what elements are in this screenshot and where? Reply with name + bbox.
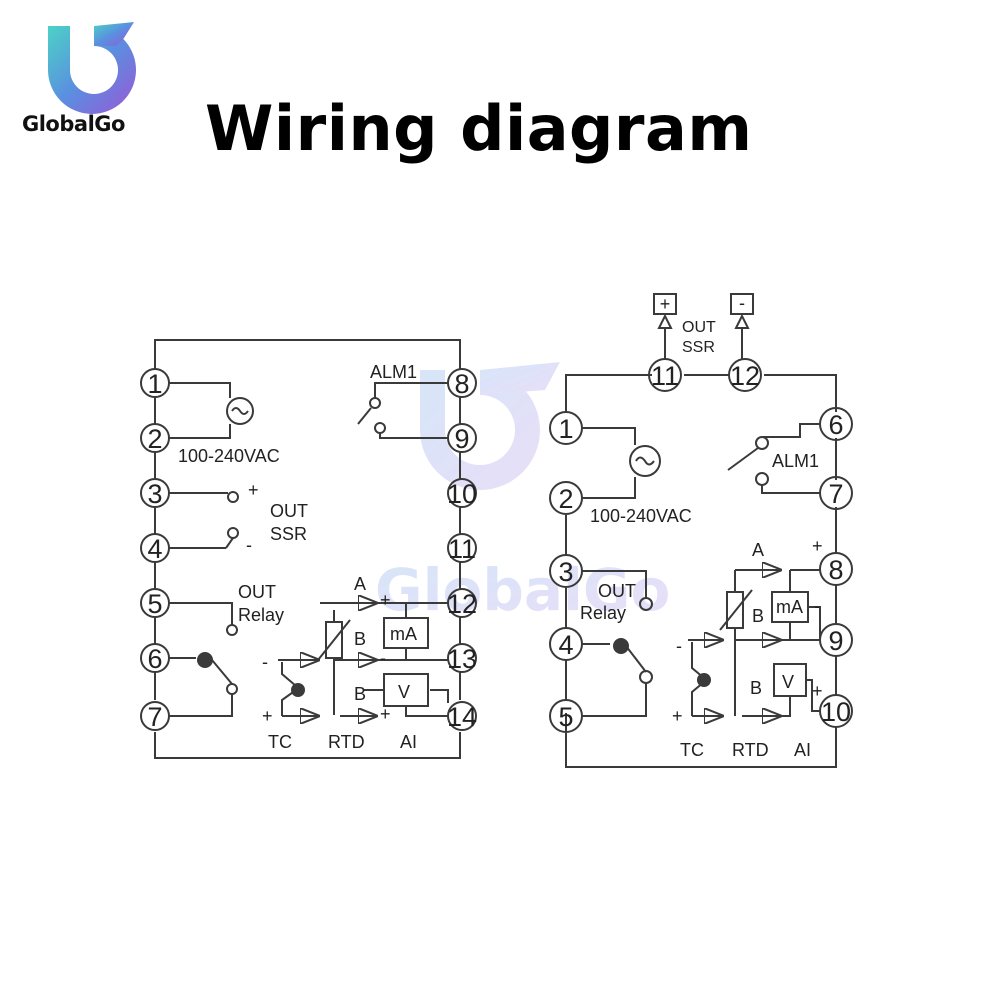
relay-common-dot [197,652,213,668]
svg-text:B: B [752,606,764,626]
svg-text:B: B [750,678,762,698]
tc-label: TC [268,732,292,752]
ai-label-right: AI [794,740,811,760]
svg-text:14: 14 [447,702,477,732]
out-ssr-label: OUT [270,501,308,521]
svg-text:8: 8 [454,369,469,399]
svg-text:+: + [262,706,273,726]
svg-text:+: + [380,704,391,724]
svg-text:4: 4 [147,534,162,564]
svg-text:12: 12 [447,589,477,619]
svg-text:7: 7 [147,702,162,732]
svg-text:+: + [812,536,823,556]
tc-label-right: TC [680,740,704,760]
svg-text:SSR: SSR [682,339,715,356]
svg-text:9: 9 [828,626,843,656]
svg-text:+: + [380,590,391,610]
svg-text:-: - [676,636,682,656]
terminal-l13 [447,643,477,673]
ssr-plus: + [660,294,671,314]
ac-source-icon [226,397,254,425]
ma-meter-label: mA [390,624,417,644]
left-panel [140,339,477,759]
svg-text:A: A [752,540,764,560]
v-meter-label-right: V [782,672,794,692]
right-labels: + - OUT SSR 100-240VAC OUT Relay ALM1 A … [580,293,823,760]
v-meter-label: V [398,682,410,702]
svg-text:2: 2 [558,484,573,514]
svg-text:3: 3 [558,557,573,587]
svg-text:6: 6 [147,644,162,674]
svg-text:8: 8 [828,555,843,585]
right-terminal-numbers: 1 2 3 4 5 6 7 8 9 10 11 12 [558,361,851,732]
svg-text:9: 9 [454,424,469,454]
brand-name: GlobalGo [22,112,125,136]
out-relay-label-right: OUT [598,581,636,601]
right-panel [549,293,853,768]
svg-text:-: - [814,596,820,616]
svg-text:B: B [354,684,366,704]
svg-text:B: B [354,629,366,649]
svg-text:Relay: Relay [580,603,626,623]
svg-text:5: 5 [147,589,162,619]
alarm-label-right: ALM1 [772,451,819,471]
tc-junction-dot-right [697,673,711,687]
power-label-right: 100-240VAC [590,506,692,526]
svg-text:-: - [380,648,386,668]
svg-text:7: 7 [828,479,843,509]
ssr-minus: - [739,293,745,313]
svg-text:3: 3 [147,479,162,509]
watermark: GlobalGo [375,362,670,624]
svg-text:4: 4 [558,630,573,660]
watermark-text: GlobalGo [375,556,670,624]
globalgo-logo [48,22,136,114]
svg-text:10: 10 [821,697,851,727]
svg-text:1: 1 [147,369,162,399]
out-relay-label: OUT [238,582,276,602]
svg-text:10: 10 [447,479,477,509]
terminal-l11 [447,533,477,563]
relay-common-dot-right [613,638,629,654]
ma-meter-label-right: mA [776,597,803,617]
terminal-r12 [728,358,762,392]
svg-text:11: 11 [448,534,476,564]
svg-text:5: 5 [558,702,573,732]
svg-text:Relay: Relay [238,605,284,625]
svg-text:11: 11 [651,361,679,391]
svg-text:+: + [672,706,683,726]
ac-source-icon-right [629,445,661,477]
svg-text:12: 12 [730,361,760,391]
svg-text:13: 13 [447,644,477,674]
left-labels: 100-240VAC + OUT SSR - OUT Relay ALM1 A … [178,362,417,752]
svg-text:-: - [246,535,252,555]
svg-text:6: 6 [828,410,843,440]
svg-text:+: + [812,681,823,701]
alarm-label: ALM1 [370,362,417,382]
out-ssr-label-right: OUT [682,319,716,336]
terminal-l10 [447,478,477,508]
terminal-r11 [648,358,682,392]
svg-text:1: 1 [558,414,573,444]
page-title: Wiring diagram [205,92,753,165]
left-terminal-numbers: 1 2 3 4 5 6 7 8 9 10 11 12 13 14 [147,369,477,732]
tc-junction-dot [291,683,305,697]
rtd-label: RTD [328,732,365,752]
power-label: 100-240VAC [178,446,280,466]
svg-text:SSR: SSR [270,524,307,544]
page-header: GlobalGo Wiring diagram [0,0,1000,200]
svg-text:-: - [262,652,268,672]
ai-label: AI [400,732,417,752]
svg-text:+: + [248,480,259,500]
rtd-label-right: RTD [732,740,769,760]
svg-text:2: 2 [147,424,162,454]
svg-text:A: A [354,574,366,594]
